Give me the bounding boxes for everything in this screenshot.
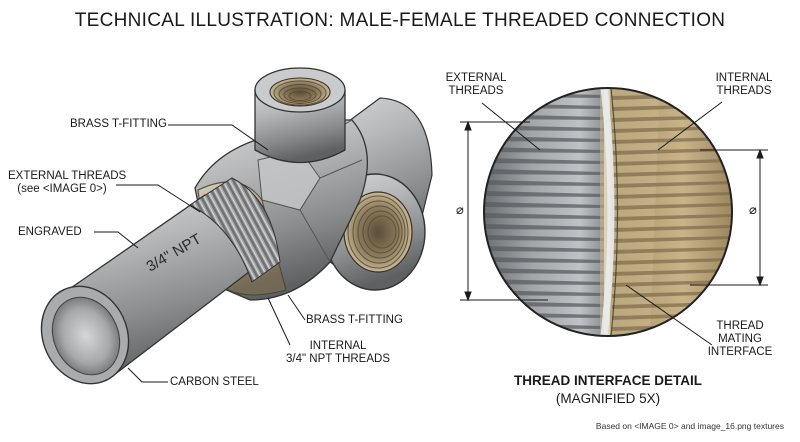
diameter-symbol-right: ⌀ [749, 203, 757, 218]
external-thread-crest [484, 224, 604, 230]
external-thread-crest [484, 191, 604, 197]
thread-detail-circle [483, 87, 733, 337]
internal-thread-crest [612, 170, 732, 177]
label-detail-internal-line2: THREADS [716, 85, 772, 97]
label-engraved: ENGRAVED [18, 226, 82, 238]
footnote: Based on <IMAGE 0> and image_16.png text… [595, 421, 784, 431]
left-leader-lines [94, 124, 306, 383]
internal-thread-crest [612, 203, 732, 210]
internal-thread-crest [612, 258, 732, 265]
dimension-lines [460, 120, 768, 302]
internal-thread-crest [612, 192, 732, 199]
t-fitting-top-branch [254, 67, 346, 164]
label-external-threads: EXTERNAL THREADS (see <IMAGE 0>) [8, 170, 127, 196]
label-internal-threads: INTERNAL 3/4" NPT THREADS [282, 340, 394, 366]
label-detail-external-line1: EXTERNAL [445, 72, 507, 84]
internal-thread-crest [612, 236, 732, 243]
label-detail-external-threads: EXTERNAL THREADS [436, 72, 516, 98]
label-detail-external-line2: THREADS [448, 85, 504, 97]
external-thread-crest [484, 158, 604, 164]
label-detail-internal-line1: INTERNAL [715, 72, 773, 84]
internal-thread-crest [612, 269, 732, 276]
external-thread-crest [484, 180, 604, 186]
internal-thread-crest [612, 225, 732, 232]
label-internal-threads-line2: 3/4" NPT THREADS [286, 353, 390, 365]
external-thread-crest [484, 136, 604, 142]
page-title: TECHNICAL ILLUSTRATION: MALE-FEMALE THRE… [74, 10, 726, 31]
internal-thread-crest [612, 137, 732, 144]
label-detail-internal-threads: INTERNAL THREADS [704, 72, 784, 98]
right-leader-lines [481, 101, 723, 346]
external-thread-crest [484, 202, 604, 208]
carbon-steel-pipe: 3/4" NPT [40, 177, 281, 385]
external-thread-crest [484, 257, 604, 263]
label-mating-line1: THREAD [716, 320, 764, 332]
label-external-threads-line2: (see <IMAGE 0>) [17, 183, 107, 195]
external-thread-crest [484, 169, 604, 175]
label-internal-threads-line1: INTERNAL [309, 340, 367, 352]
detail-subtitle: (MAGNIFIED 5X) [555, 391, 661, 406]
external-thread-crest [484, 268, 604, 274]
internal-thread-crest [612, 181, 732, 188]
internal-thread-crest [612, 214, 732, 221]
internal-thread-crest [612, 280, 732, 287]
internal-thread-crest [612, 159, 732, 166]
label-mating-line2: MATING [718, 333, 762, 345]
internal-thread-crest [612, 247, 732, 254]
external-thread-crest [484, 246, 604, 252]
label-thread-mating-interface: THREAD MATING INTERFACE [700, 320, 780, 359]
label-brass-t-fitting-top: BRASS T-FITTING [70, 118, 167, 130]
external-thread-crest [484, 147, 604, 153]
label-brass-t-fitting-bottom: BRASS T-FITTING [306, 314, 403, 326]
detail-title: THREAD INTERFACE DETAIL [514, 373, 702, 388]
external-thread-crest [484, 235, 604, 241]
label-external-threads-line1: EXTERNAL THREADS [8, 170, 127, 182]
external-thread-crest [484, 279, 604, 285]
label-carbon-steel: CARBON STEEL [170, 376, 259, 388]
diameter-symbol-left: ⌀ [456, 203, 464, 218]
label-mating-line3: INTERFACE [707, 346, 773, 358]
external-thread-crest [484, 213, 604, 219]
